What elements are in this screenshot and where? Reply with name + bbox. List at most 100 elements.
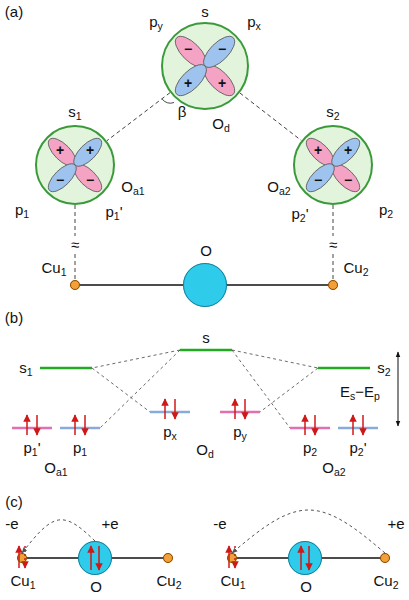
lobe-sign: − <box>314 172 322 188</box>
orbital-label: py <box>149 13 163 30</box>
oxygen-atom-fill <box>78 263 322 575</box>
label-anchor: + <box>184 75 192 91</box>
label-anchor: + <box>218 75 226 91</box>
lobe-sign: + <box>184 75 192 91</box>
spin-arrow <box>98 546 100 570</box>
spin-arrow <box>90 546 92 570</box>
label-anchor: − <box>344 172 352 188</box>
orbital-label: s2 <box>326 103 339 120</box>
label-anchor: + <box>56 142 64 158</box>
label-anchor: -e <box>213 516 226 532</box>
label-anchor: p1' <box>105 204 122 220</box>
copper-atom: Cu2 <box>163 553 173 563</box>
lobe-sign: − <box>86 172 94 188</box>
copper-atom: Cu2 <box>380 553 390 563</box>
p-level-blue <box>60 412 378 428</box>
p-level-blue <box>338 427 378 430</box>
oxygen-atom: O <box>288 541 322 575</box>
spin-arrow <box>84 415 86 435</box>
lobe-sign: − <box>344 172 352 188</box>
label-anchor: Od <box>196 442 214 458</box>
oxygen-orbital-circle: Oa2 <box>293 125 373 205</box>
copper-atom: Cu2 <box>328 280 338 290</box>
label-anchor: − <box>86 172 94 188</box>
spin-arrow <box>174 399 176 419</box>
lobe-sign: + <box>344 142 352 158</box>
spin-arrow <box>24 546 26 568</box>
bond-line <box>27 557 78 559</box>
oxygen-atom-fill <box>78 541 112 575</box>
label-anchor: py <box>233 424 247 440</box>
copper-atom-fill <box>17 280 390 563</box>
label-anchor: py <box>149 14 163 30</box>
spin-arrow <box>27 399 363 435</box>
bond-line <box>237 557 288 559</box>
s-orbital-fill <box>36 23 372 204</box>
lobe-sign: − <box>184 41 192 57</box>
energy-gap-label: Es−Ep <box>340 383 380 400</box>
label-anchor: (c) <box>5 494 23 510</box>
label-anchor: p2 <box>379 202 393 218</box>
copper-atom: Cu1 <box>227 553 237 563</box>
label-anchor: s2 <box>326 104 339 120</box>
p-level-blue <box>60 427 100 430</box>
spin-arrow <box>234 546 236 568</box>
level-label: p1' <box>23 439 40 456</box>
s-level <box>318 367 370 370</box>
level-mixing-line <box>92 350 180 368</box>
p-orbital-lobe <box>170 31 239 100</box>
orbital-label: px <box>247 13 261 30</box>
node-label-anchor: Cu1 <box>220 573 245 589</box>
spin-arrow <box>244 399 246 419</box>
lobe-sign: + <box>218 75 226 91</box>
dashed-link <box>240 93 302 141</box>
break-symbol: ≈ <box>327 236 339 253</box>
charge-label: -e <box>5 515 18 532</box>
p-orbital-lobe <box>170 60 211 101</box>
p-orbital-lobe <box>302 134 364 196</box>
angle-label: β <box>178 103 187 120</box>
label-anchor: s <box>202 330 210 346</box>
label-anchor: px <box>247 14 261 30</box>
spin-arrow <box>362 415 364 435</box>
label-anchor: -e <box>5 516 18 532</box>
node-label-anchor: Cu1 <box>10 573 35 589</box>
oxygen-atom: O <box>78 541 112 575</box>
label-anchor: +e <box>387 516 404 532</box>
label-anchor: ≈ <box>327 237 339 253</box>
oxygen-orbital-circle: Od <box>161 22 249 110</box>
label-anchor: + <box>314 142 322 158</box>
p-orbital-lobe <box>44 159 81 196</box>
orbital-label: p1' <box>105 203 122 220</box>
level-mixing-line <box>232 350 318 368</box>
level-label: px <box>163 423 177 440</box>
label-anchor: − <box>314 172 322 188</box>
label-anchor: + <box>86 142 94 158</box>
atom-group-label: Oa2 <box>322 459 345 476</box>
lobe-sign: + <box>314 142 322 158</box>
s-orbital-fill <box>294 126 372 204</box>
p-level-pink <box>290 427 330 430</box>
label-anchor: + <box>344 142 352 158</box>
label-anchor: s1 <box>19 360 32 376</box>
spin-arrow <box>36 415 38 435</box>
label-anchor: +e <box>101 516 118 532</box>
spin-arrow <box>352 415 354 435</box>
spin-arrow <box>228 546 230 568</box>
label-anchor: s <box>201 4 209 20</box>
node-label-anchor: O <box>200 243 212 259</box>
node-label-anchor: Cu1 <box>41 260 66 276</box>
label-anchor: − <box>184 41 192 57</box>
spin-arrow <box>314 415 316 435</box>
lobe-sign: − <box>56 172 64 188</box>
bond-line <box>322 557 380 559</box>
level-mixing-line <box>260 368 318 412</box>
label-anchor: s2 <box>377 360 390 376</box>
node-label-anchor: Oa2 <box>267 179 290 195</box>
label-anchor: p2' <box>349 440 366 456</box>
copper-atom-fill <box>70 280 80 290</box>
spin-arrow <box>164 399 166 419</box>
s-level <box>40 350 370 368</box>
atom-label: O <box>200 242 212 259</box>
atom-group-label: Oa1 <box>44 459 67 476</box>
